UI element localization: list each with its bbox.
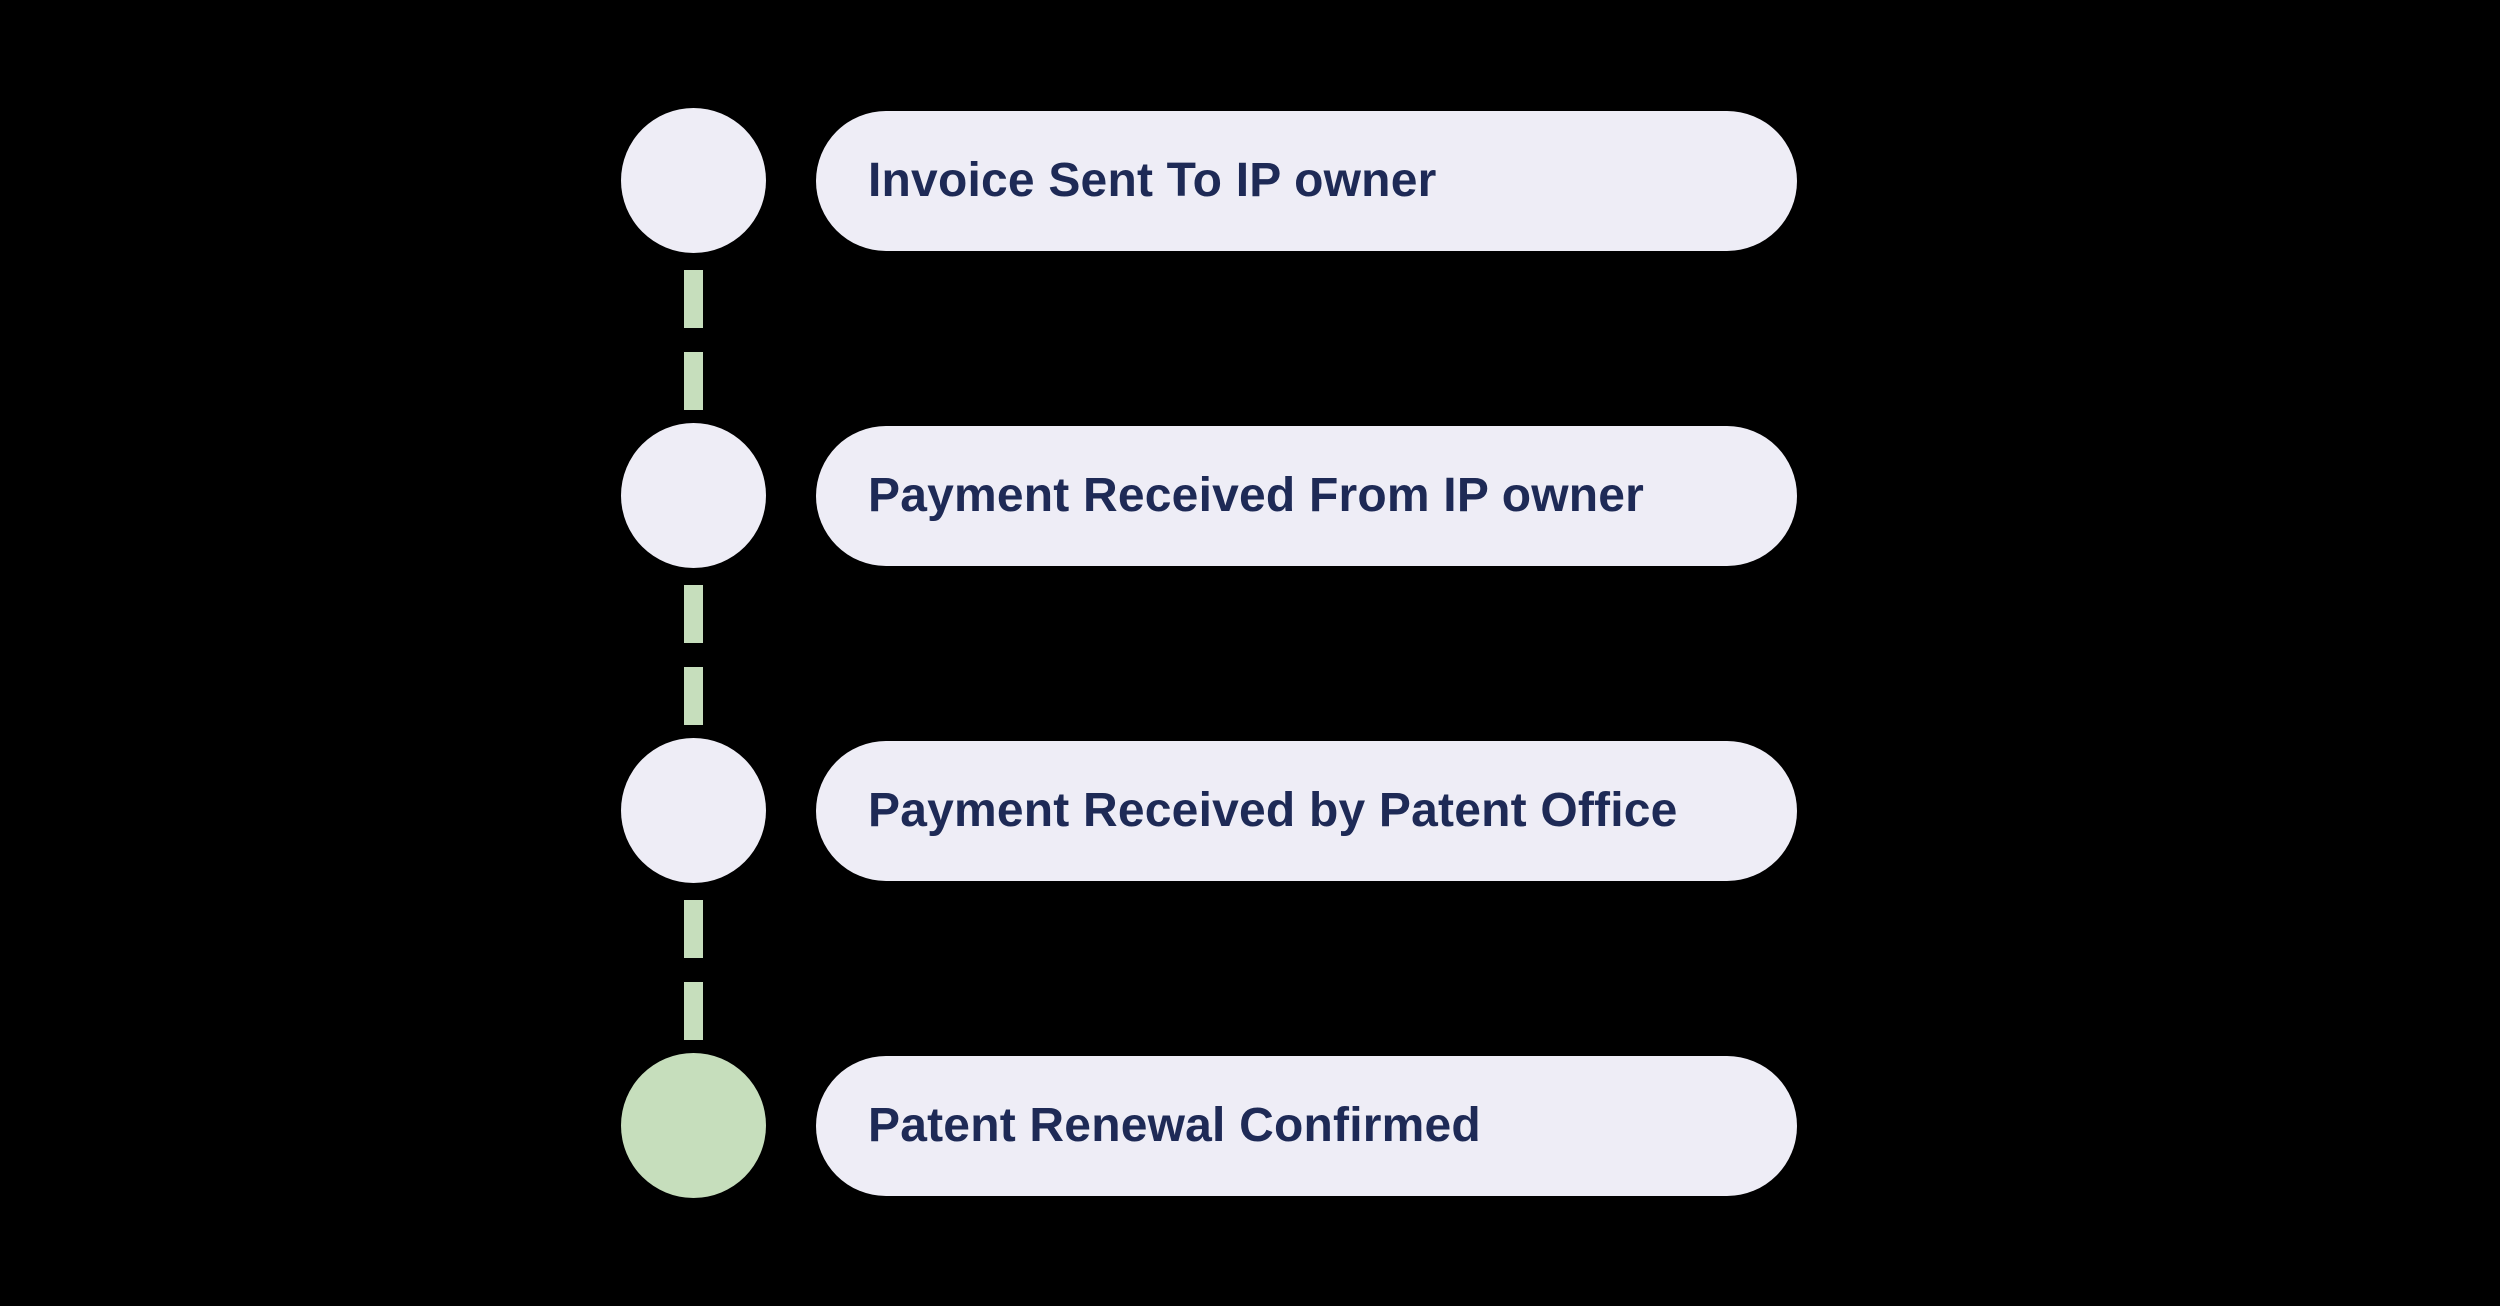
step-label-pill: Payment Received From IP owner [816, 425, 1797, 566]
step-label: Payment Received From IP owner [868, 469, 1645, 522]
step-label: Invoice Sent To IP owner [868, 154, 1437, 207]
step-marker-circle [621, 1053, 766, 1198]
timeline-step: Invoice Sent To IP owner [621, 108, 1797, 253]
step-label: Patent Renewal Confirmed [868, 1099, 1481, 1152]
dashed-connector-line [684, 253, 703, 423]
dashed-connector-line [684, 883, 703, 1053]
step-label: Payment Received by Patent Office [868, 784, 1678, 837]
step-marker-circle [621, 108, 766, 253]
step-label-pill: Invoice Sent To IP owner [816, 110, 1797, 251]
timeline-step: Payment Received by Patent Office [621, 738, 1797, 883]
timeline-step: Payment Received From IP owner [621, 423, 1797, 568]
vertical-timeline: Invoice Sent To IP owner Payment Receive… [621, 108, 1797, 1198]
step-marker-circle [621, 738, 766, 883]
step-label-pill: Payment Received by Patent Office [816, 740, 1797, 881]
step-marker-circle [621, 423, 766, 568]
timeline-step: Patent Renewal Confirmed [621, 1053, 1797, 1198]
dashed-connector-line [684, 568, 703, 738]
step-label-pill: Patent Renewal Confirmed [816, 1055, 1797, 1196]
